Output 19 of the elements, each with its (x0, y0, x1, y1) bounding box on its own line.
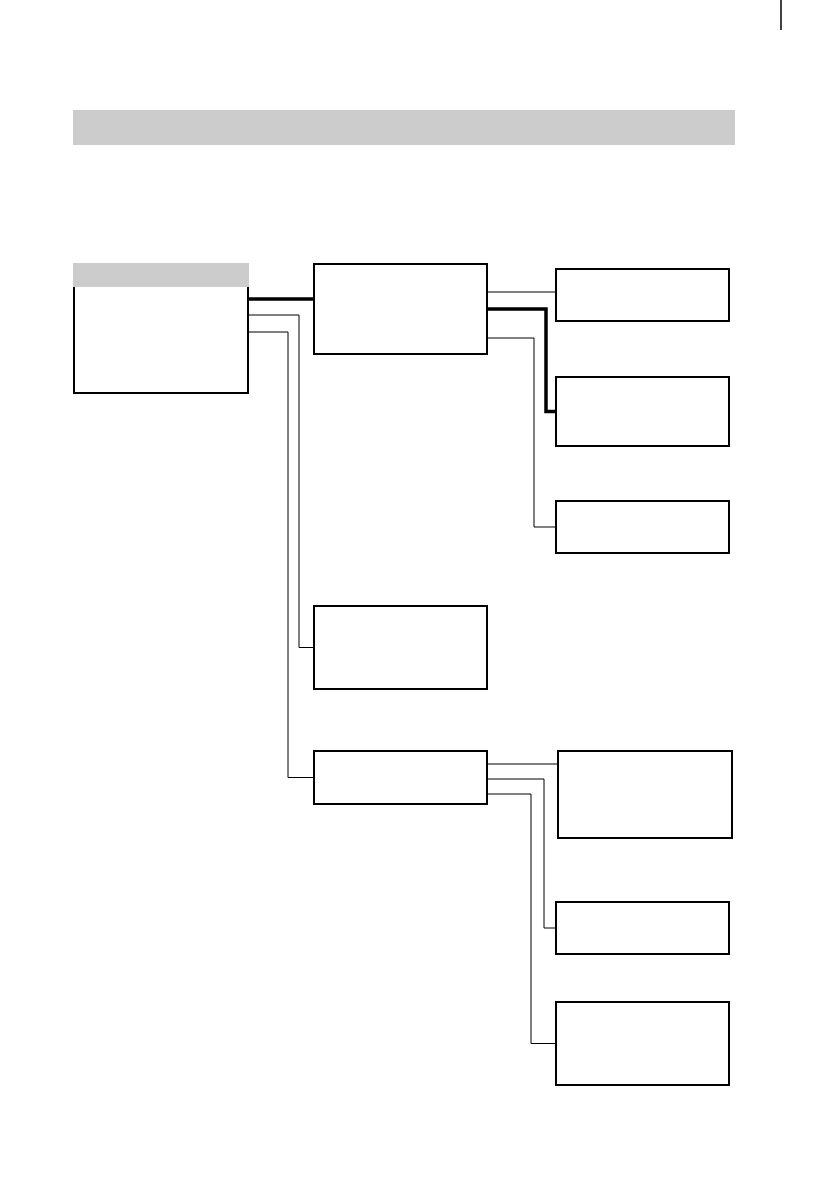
connector-line (248, 331, 314, 778)
empty-box (557, 750, 733, 839)
connector-line (487, 291, 556, 293)
empty-box (555, 901, 730, 955)
connector-line (487, 778, 556, 929)
empty-box (555, 1001, 730, 1086)
empty-box (555, 268, 730, 322)
empty-box (313, 263, 488, 355)
empty-box (313, 605, 488, 690)
connector-line (248, 314, 314, 648)
empty-box (73, 263, 249, 394)
empty-box (313, 750, 488, 805)
connector-line (488, 307, 555, 414)
connector-line (487, 793, 556, 1044)
connector-line (249, 297, 313, 301)
empty-box (555, 500, 730, 554)
connector-line (487, 337, 556, 528)
empty-box (555, 376, 730, 447)
connector-line (487, 763, 558, 765)
